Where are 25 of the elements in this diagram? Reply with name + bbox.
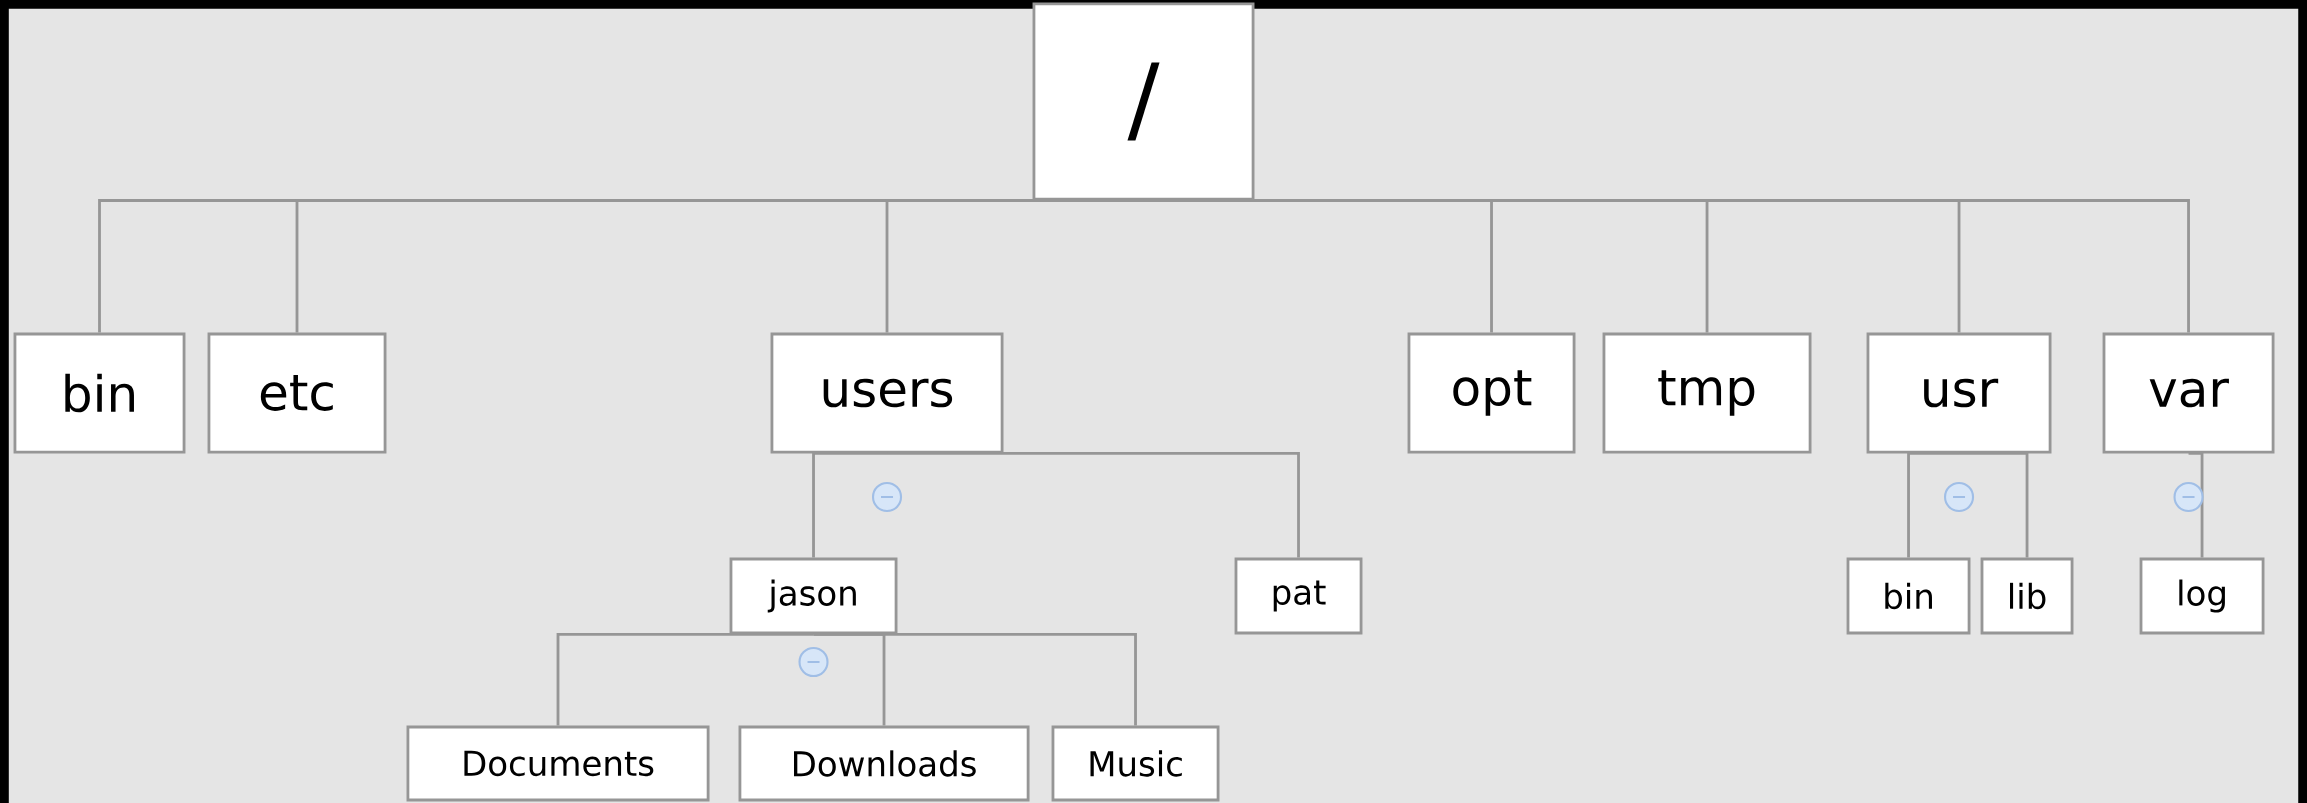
folder-box: lib xyxy=(1980,557,2074,635)
folder-box: pat xyxy=(1234,557,1363,635)
folder-box: users xyxy=(770,332,1004,454)
folder-box: opt xyxy=(1407,332,1576,454)
connector-line xyxy=(2188,452,2204,558)
connector-line xyxy=(885,199,1144,333)
folder-box: var xyxy=(2102,332,2275,454)
folder-box: bin xyxy=(13,332,186,454)
connector-line xyxy=(556,633,814,726)
connector-line xyxy=(1907,452,1960,558)
connector-line xyxy=(887,452,1300,558)
connector-line xyxy=(1959,452,2029,558)
connector-line xyxy=(1143,199,2190,333)
folder-box: log xyxy=(2139,557,2265,635)
folder-box: Music xyxy=(1051,725,1220,802)
folder-box: / xyxy=(1032,2,1255,201)
folder-box: bin xyxy=(1846,557,1971,635)
connector-line xyxy=(812,452,887,558)
folder-box: jason xyxy=(729,557,898,635)
folder-box: etc xyxy=(207,332,387,454)
folder-box: Documents xyxy=(406,725,710,802)
connector-line xyxy=(813,633,1137,726)
folder-box: usr xyxy=(1866,332,2052,454)
folder-box: Downloads xyxy=(738,725,1030,802)
folder-box: tmp xyxy=(1602,332,1812,454)
